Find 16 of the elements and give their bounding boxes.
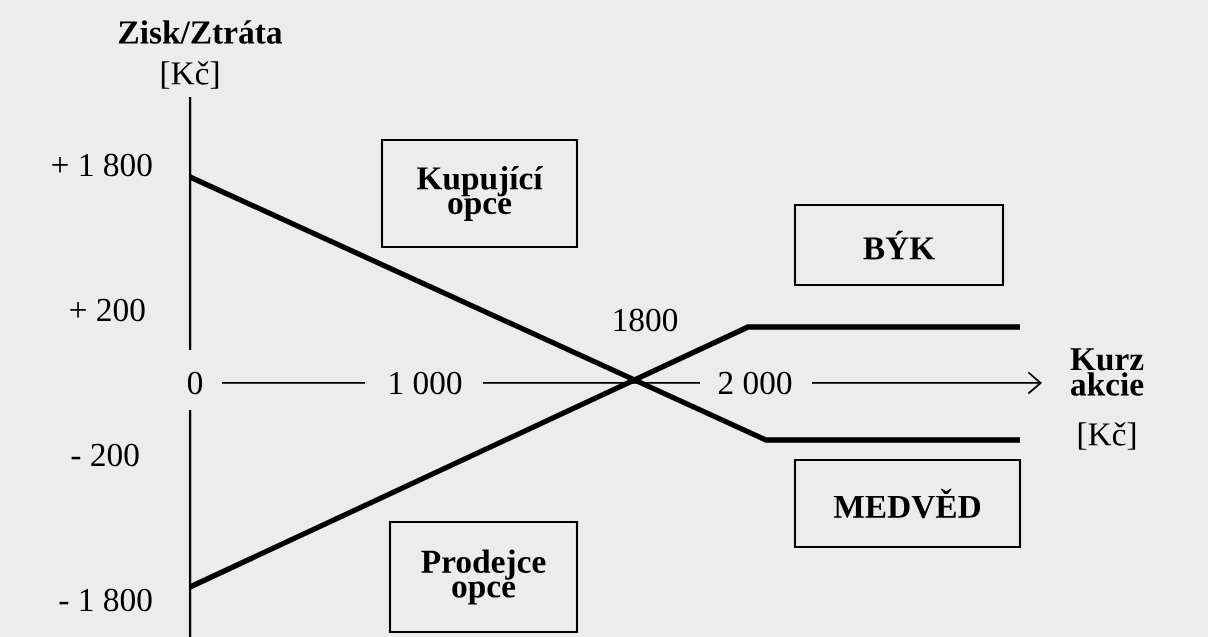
label-box: Kupující opce — [380, 138, 579, 249]
label-box: BÝK — [793, 203, 1005, 287]
tick-label: 0 — [187, 371, 203, 395]
unit-label: [Kč] — [1078, 422, 1136, 450]
label-box: MEDVĚD — [793, 458, 1022, 549]
tick-label: + 1 800 — [52, 153, 152, 177]
unit-label: [Kč] — [161, 61, 219, 89]
tick-label: 1 000 — [390, 371, 462, 395]
value-label: 1800 — [614, 308, 678, 332]
tick-label: - 1 800 — [59, 588, 152, 612]
axis-title: Kurz akcie — [1070, 348, 1144, 396]
label-box: Prodejce opce — [388, 520, 579, 634]
tick-label: - 200 — [71, 443, 139, 467]
axis-title: Zisk/Ztráta — [119, 20, 283, 44]
tick-label: 2 000 — [718, 371, 792, 395]
tick-label: + 200 — [70, 298, 145, 322]
